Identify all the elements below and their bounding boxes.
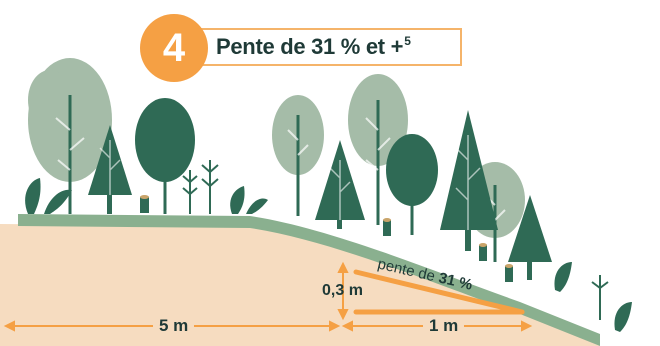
tree-branches (55, 117, 506, 221)
page-title: Pente de 31 % et +5 (216, 34, 411, 60)
grass-strip (18, 214, 600, 346)
ground (0, 224, 600, 346)
footnote-marker: 5 (404, 34, 411, 48)
rise-label: 0,3 m (322, 282, 363, 299)
step-number: 4 (162, 25, 186, 70)
title-banner: Pente de 31 % et +5 (194, 28, 462, 66)
conifer-lines (99, 135, 481, 230)
measure-rise (337, 261, 349, 321)
distance-5m-label: 5 m (153, 316, 195, 336)
distance-1m-label: 1 m (423, 316, 465, 336)
leaf-bushes (25, 178, 632, 332)
step-number-badge: 4 (140, 14, 208, 82)
title-text: Pente de 31 % et + (216, 34, 404, 59)
ferns (182, 160, 609, 320)
tree-trunks (68, 95, 497, 262)
slope-triangle (353, 269, 525, 315)
stumps (140, 195, 513, 282)
